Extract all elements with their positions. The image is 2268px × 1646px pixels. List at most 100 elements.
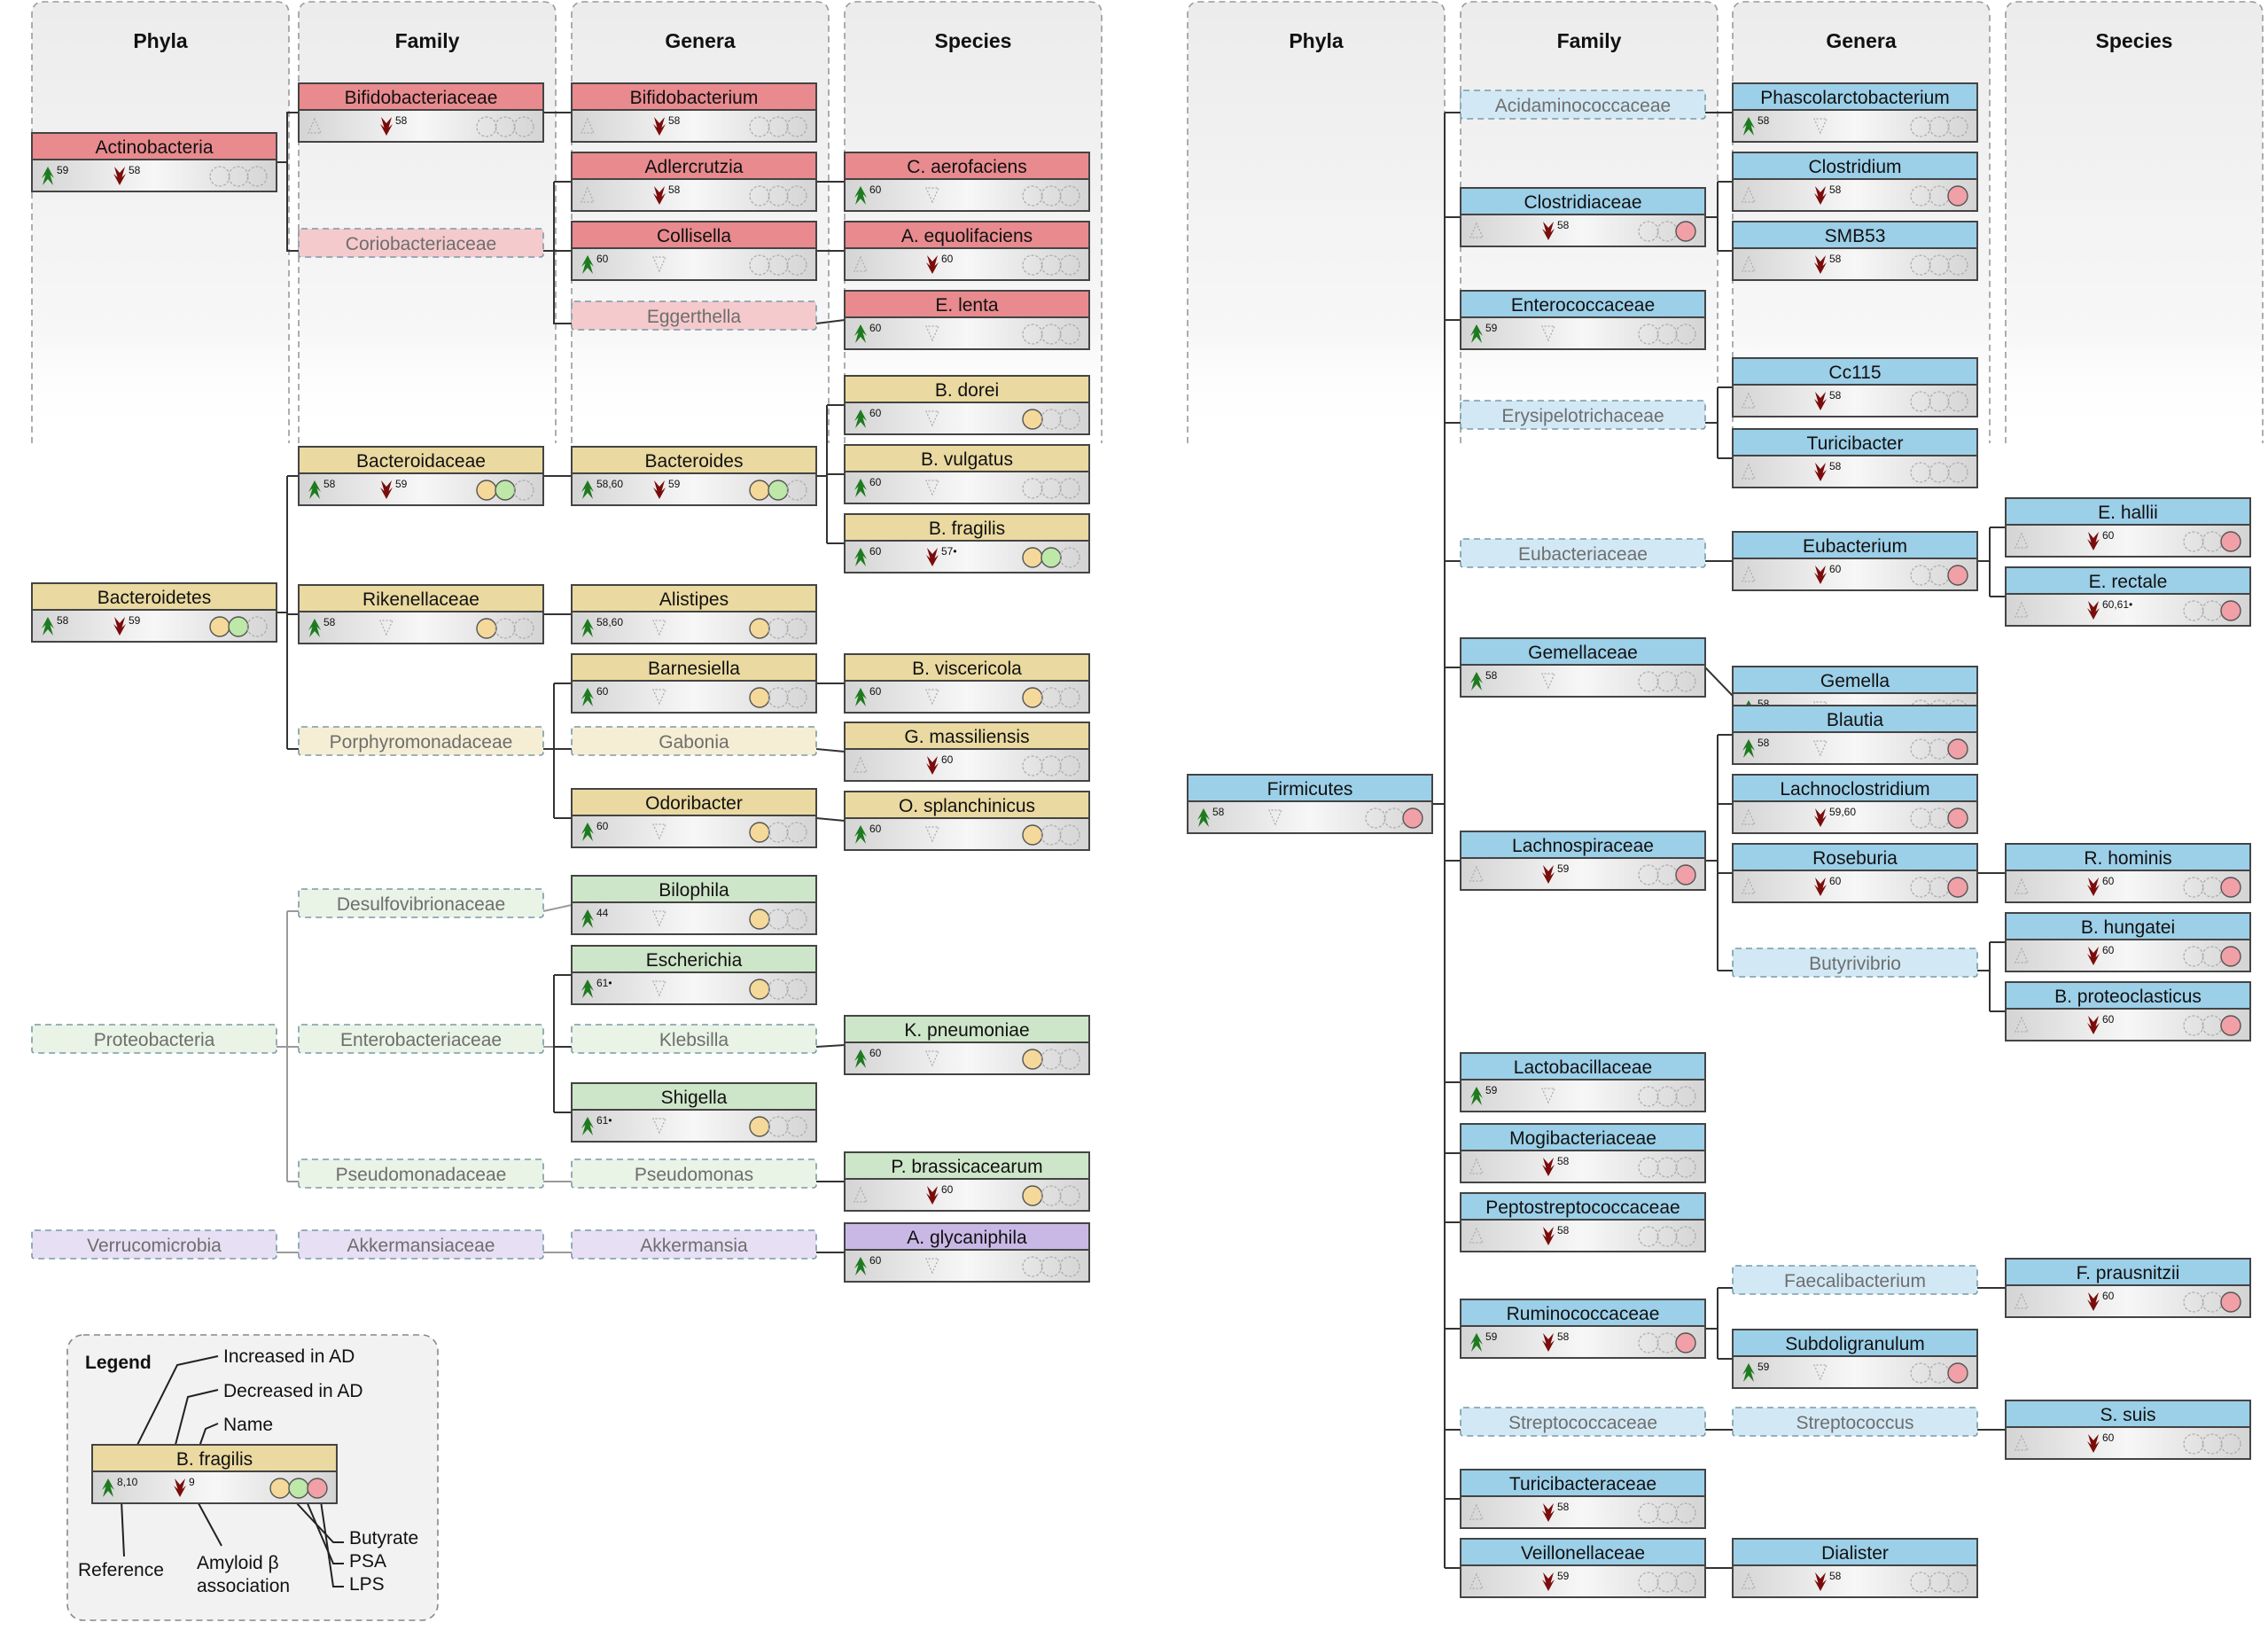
- increase-reference: 60: [596, 253, 609, 265]
- taxon-node: Akkermansiaceae: [298, 1229, 544, 1260]
- butyrate-circle-icon: [1638, 1572, 1659, 1593]
- increased-arrow-icon: [854, 1049, 867, 1068]
- decrease-reference: 60: [2102, 1013, 2115, 1026]
- decrease-reference: 58: [668, 114, 681, 127]
- lps-circle-icon: [1947, 565, 1968, 586]
- psa-circle-icon: [1656, 1086, 1678, 1107]
- taxon-name-bar: [31, 132, 277, 160]
- lps-circle-icon: [1947, 738, 1968, 760]
- no-decrease-icon: [1268, 809, 1282, 826]
- increased-arrow-icon: [854, 324, 867, 343]
- taxon-name: Coriobacteriaceae: [346, 234, 496, 254]
- decreased-arrow-icon: [926, 548, 939, 566]
- taxon-name-bar: [2005, 912, 2251, 940]
- taxon-name: Gemellaceae: [1528, 643, 1638, 663]
- taxon-name: K. pneumoniae: [904, 1020, 1029, 1041]
- legend-association-label: association: [197, 1576, 290, 1596]
- lps-circle-icon: [1059, 547, 1080, 568]
- butyrate-circle-icon: [1910, 391, 1931, 412]
- column-header: Species: [2096, 29, 2173, 52]
- psa-circle-icon: [495, 618, 516, 639]
- psa-circle-icon: [1929, 116, 1950, 137]
- taxon-name-bar: [844, 722, 1090, 750]
- decrease-reference: 60: [2102, 1431, 2115, 1444]
- increase-reference: 59: [1485, 1330, 1498, 1343]
- column-phyla-left: Phyla: [31, 1, 290, 443]
- increased-arrow-icon: [581, 1117, 594, 1135]
- increase-reference: 61•: [596, 1114, 612, 1127]
- taxon-node: Streptococcaceae: [1460, 1407, 1706, 1437]
- taxon-name: Erysipelotrichaceae: [1501, 406, 1664, 426]
- decrease-reference: 58: [1829, 1570, 1842, 1582]
- no-decrease-icon: [1813, 118, 1828, 135]
- taxon-name-bar: [844, 290, 1090, 318]
- butyrate-circle-icon: [1022, 185, 1043, 207]
- decreased-arrow-icon: [1814, 878, 1827, 896]
- butyrate-circle-icon: [1910, 1362, 1931, 1384]
- taxon-node: Klebsilla: [571, 1024, 817, 1054]
- taxon-name-bar: [571, 1082, 817, 1111]
- decreased-arrow-icon: [1814, 808, 1827, 827]
- no-decrease-icon: [1541, 1088, 1555, 1104]
- no-decrease-icon: [652, 1118, 666, 1135]
- taxon-name: Bacteroides: [645, 451, 744, 472]
- lps-circle-icon: [1059, 755, 1080, 776]
- taxon-name-bar: [571, 152, 817, 180]
- decrease-reference: 59: [129, 614, 141, 627]
- decrease-reference: 58: [668, 183, 681, 196]
- taxon-name-bar: [1460, 1192, 1706, 1221]
- lps-circle-icon: [2220, 531, 2241, 552]
- taxon-node: Faecalibacterium: [1732, 1265, 1978, 1295]
- taxon-name: Desulfovibrionaceae: [337, 894, 505, 915]
- taxon-name-bar: [844, 444, 1090, 472]
- psa-circle-icon: [1656, 1502, 1678, 1524]
- butyrate-circle-icon: [749, 618, 770, 639]
- increased-arrow-icon: [581, 823, 594, 841]
- decrease-reference: 58: [1557, 1155, 1570, 1167]
- no-increase-icon: [1742, 463, 1756, 480]
- taxon-name: Cc115: [1828, 363, 1881, 383]
- taxon-name-bar: [298, 82, 544, 111]
- no-increase-icon: [308, 117, 322, 134]
- increased-arrow-icon: [854, 548, 867, 566]
- taxon-name: Actinobacteria: [95, 137, 213, 158]
- lps-circle-icon: [246, 166, 268, 187]
- butyrate-circle-icon: [1638, 1502, 1659, 1524]
- taxon-name: Turicibacteraceae: [1509, 1474, 1656, 1494]
- lps-circle-icon: [786, 979, 807, 1000]
- taxon-name-bar: [1732, 843, 1978, 871]
- decreased-arrow-icon: [2087, 1016, 2100, 1034]
- decreased-arrow-icon: [1542, 1503, 1555, 1522]
- lps-circle-icon: [1059, 1256, 1080, 1277]
- increase-reference: 60: [869, 183, 882, 196]
- taxon-name: Eubacterium: [1803, 536, 1907, 557]
- psa-circle-icon: [1656, 1226, 1678, 1247]
- no-increase-icon: [2015, 1292, 2029, 1309]
- increase-reference: 60: [869, 1254, 882, 1267]
- taxon-name: Subdoligranulum: [1785, 1334, 1925, 1354]
- connector-line: [283, 1488, 344, 1543]
- taxon-name-bar: [1732, 531, 1978, 559]
- taxon-name-bar: [31, 582, 277, 611]
- increased-arrow-icon: [581, 255, 594, 274]
- no-decrease-icon: [652, 823, 666, 840]
- decreased-arrow-icon: [1814, 392, 1827, 410]
- taxon-name-bar: [298, 584, 544, 612]
- psa-circle-icon: [1929, 254, 1950, 276]
- psa-circle-icon: [768, 687, 789, 708]
- increased-arrow-icon: [42, 167, 54, 185]
- butyrate-circle-icon: [749, 822, 770, 843]
- butyrate-circle-icon: [1022, 478, 1043, 499]
- increased-arrow-icon: [1742, 1363, 1755, 1382]
- butyrate-circle-icon: [1910, 807, 1931, 829]
- no-decrease-icon: [652, 256, 666, 273]
- taxon-name: B. viscericola: [912, 659, 1022, 679]
- increase-reference: 58: [323, 478, 336, 490]
